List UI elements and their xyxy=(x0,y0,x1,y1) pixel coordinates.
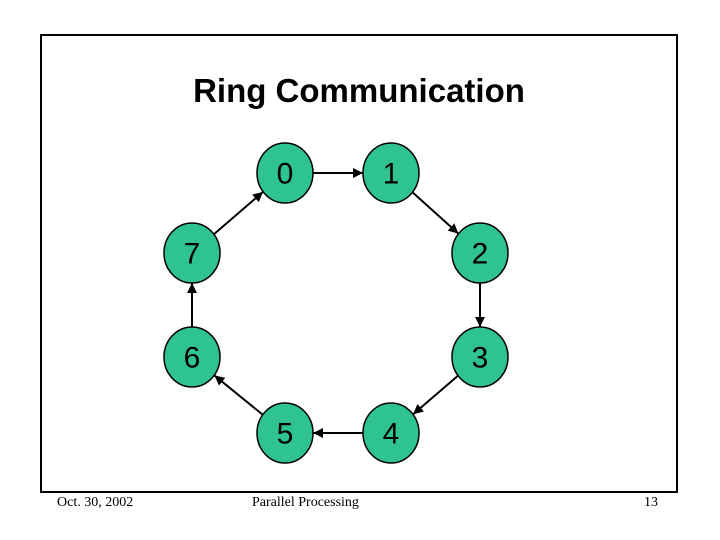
node-3-label: 3 xyxy=(472,342,489,375)
node-2-circle xyxy=(451,222,509,284)
edge-arrow-7-0 xyxy=(213,191,264,235)
node-6-label: 6 xyxy=(184,342,201,375)
footer-date: Oct. 30, 2002 xyxy=(57,495,134,510)
node-2-label: 2 xyxy=(472,238,489,271)
node-0-label: 0 xyxy=(277,158,294,191)
node-4: 4 xyxy=(362,402,420,464)
slide-border xyxy=(40,34,678,493)
slide-title: Ring Communication xyxy=(193,72,525,109)
node-3-circle xyxy=(451,326,509,388)
node-6-circle xyxy=(163,326,221,388)
footer-page-number: 13 xyxy=(644,495,658,510)
node-7-label: 7 xyxy=(184,238,201,271)
node-3: 3 xyxy=(451,326,509,388)
node-5-label: 5 xyxy=(277,418,294,451)
edge-arrow-3-4 xyxy=(412,375,459,415)
node-5-circle xyxy=(256,402,314,464)
node-2: 2 xyxy=(451,222,509,284)
footer-title: Parallel Processing xyxy=(252,495,359,510)
node-1-label: 1 xyxy=(383,158,400,191)
node-7-circle xyxy=(163,222,221,284)
node-1-circle xyxy=(362,142,420,204)
node-0: 0 xyxy=(256,142,314,204)
node-1: 1 xyxy=(362,142,420,204)
edge-arrow-1-2 xyxy=(411,191,460,235)
ring-nodes: 0 1 2 3 4 5 6 xyxy=(163,142,509,464)
node-0-circle xyxy=(256,142,314,204)
node-4-label: 4 xyxy=(383,418,400,451)
node-7: 7 xyxy=(163,222,221,284)
node-5: 5 xyxy=(256,402,314,464)
edge-arrow-5-6 xyxy=(213,374,264,416)
node-6: 6 xyxy=(163,326,221,388)
ring-edges xyxy=(187,168,485,438)
node-4-circle xyxy=(362,402,420,464)
